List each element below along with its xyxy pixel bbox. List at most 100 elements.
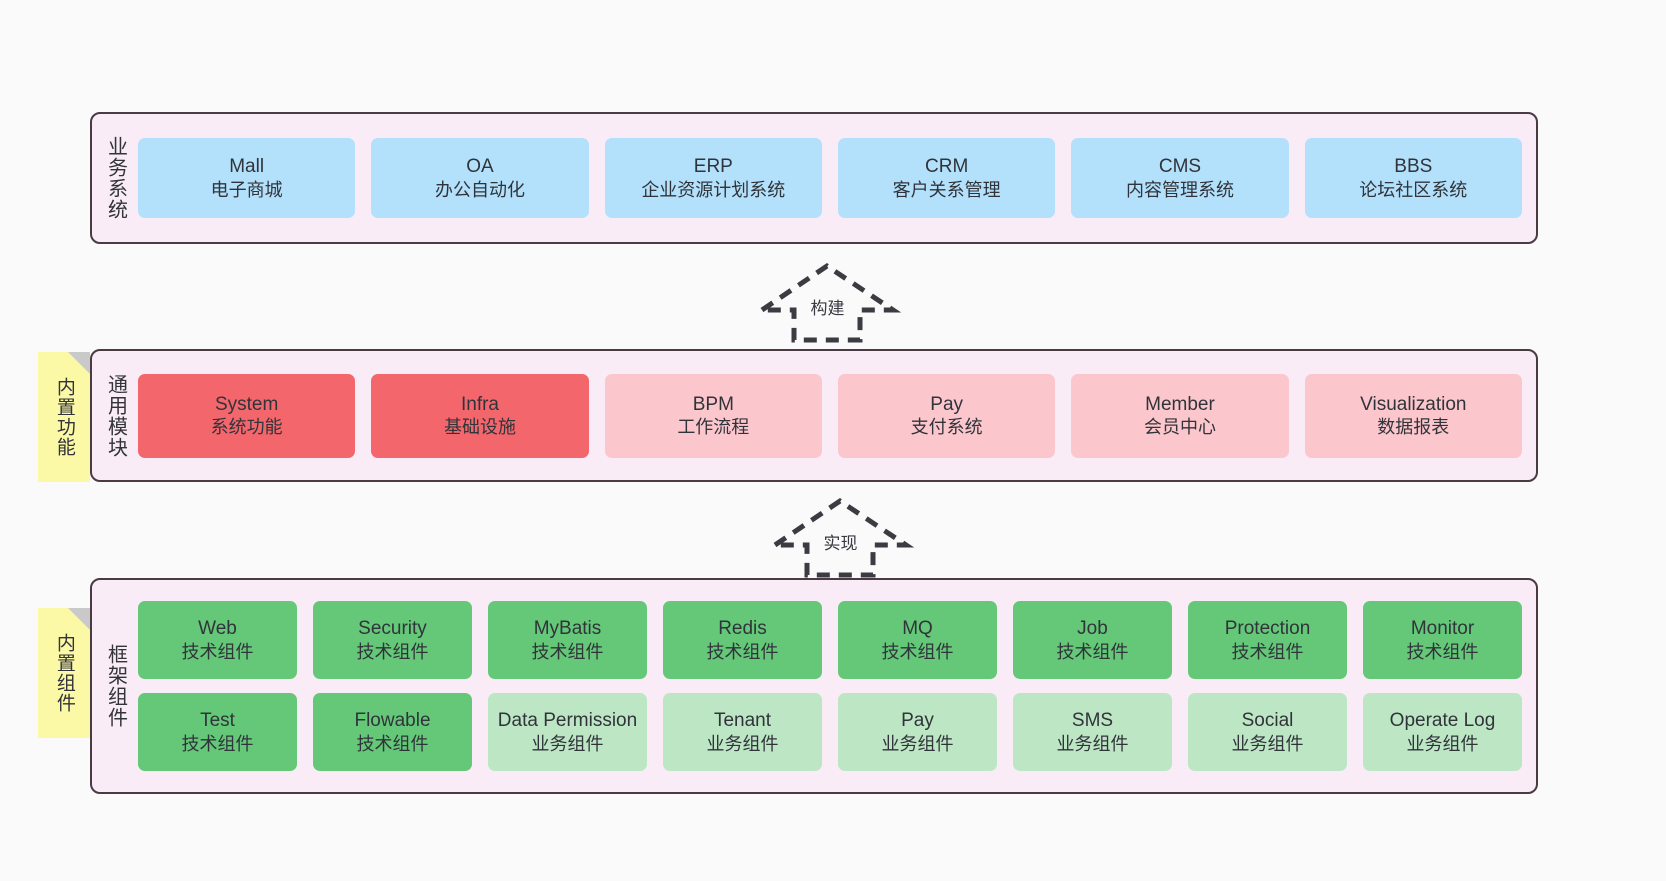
node-subtitle: 技术组件 [181, 641, 254, 662]
layer-label-common-module: 通用模块 [104, 373, 127, 458]
node-sms[interactable]: SMS 业务组件 [1013, 693, 1172, 771]
connector-build-label: 构建 [807, 294, 848, 319]
node-title: Flowable [354, 710, 431, 732]
layer-body-framework-component: Web 技术组件 Security 技术组件 MyBatis 技术组件 Redi… [138, 580, 1536, 792]
sticky-note-builtin-function: 内置功能 [38, 352, 90, 482]
build-arrow-icon [753, 262, 902, 343]
node-subtitle: 客户关系管理 [892, 179, 1001, 200]
node-erp[interactable]: ERP 企业资源计划系统 [604, 138, 822, 218]
node-title: MQ [902, 618, 933, 640]
sticky-note-text: 内置功能 [53, 377, 75, 457]
node-subtitle: 技术组件 [706, 641, 779, 662]
node-title: ERP [693, 156, 733, 178]
node-infra[interactable]: Infra 基础设施 [371, 373, 589, 458]
node-subtitle: 技术组件 [356, 641, 429, 662]
node-subtitle: 工作流程 [677, 417, 750, 438]
layer-label-business-system: 业务系统 [104, 136, 127, 220]
node-title: Member [1145, 393, 1215, 415]
node-title: CRM [925, 156, 969, 178]
node-web[interactable]: Web 技术组件 [138, 601, 297, 679]
node-oa[interactable]: OA 办公自动化 [371, 138, 589, 218]
node-subtitle: 业务组件 [881, 733, 954, 754]
node-member[interactable]: Member 会员中心 [1071, 373, 1289, 458]
node-title: Security [358, 618, 427, 640]
layer-framework-component: 框架组件 Web 技术组件 Security 技术组件 MyBatis 技术组件… [90, 578, 1538, 794]
node-mq[interactable]: MQ 技术组件 [838, 601, 997, 679]
node-pay-component[interactable]: Pay 业务组件 [838, 693, 997, 771]
node-title: Infra [460, 393, 499, 415]
node-subtitle: 业务组件 [531, 733, 604, 754]
node-monitor[interactable]: Monitor 技术组件 [1363, 601, 1522, 679]
node-title: CMS [1158, 156, 1202, 178]
node-subtitle: 技术组件 [1406, 641, 1479, 662]
node-subtitle: 技术组件 [181, 733, 254, 754]
node-subtitle: 数据报表 [1377, 417, 1450, 438]
node-subtitle: 技术组件 [531, 641, 604, 662]
node-title: BPM [692, 393, 734, 415]
node-subtitle: 电子商城 [210, 179, 283, 200]
connector-implement-label: 实现 [820, 529, 861, 554]
node-title: Data Permission [497, 710, 638, 732]
note-fold-icon [68, 352, 90, 374]
connector-build: 构建 [753, 262, 902, 343]
node-title: Operate Log [1389, 710, 1496, 732]
node-title: Social [1241, 710, 1294, 732]
node-title: Redis [718, 618, 767, 640]
node-flowable[interactable]: Flowable 技术组件 [313, 693, 472, 771]
node-bpm[interactable]: BPM 工作流程 [604, 373, 822, 458]
node-subtitle: 技术组件 [1056, 641, 1129, 662]
node-title: OA [466, 156, 494, 178]
node-mall[interactable]: Mall 电子商城 [138, 138, 356, 218]
row-common-modules: System 系统功能 Infra 基础设施 BPM 工作流程 Pay 支付系统… [138, 373, 1522, 458]
node-title: Monitor [1410, 618, 1475, 640]
connector-implement: 实现 [766, 497, 915, 578]
row-technical-components: Web 技术组件 Security 技术组件 MyBatis 技术组件 Redi… [138, 601, 1522, 679]
row-business-systems: Mall 电子商城 OA 办公自动化 ERP 企业资源计划系统 CRM 客户关系… [138, 138, 1522, 218]
node-subtitle: 业务组件 [1406, 733, 1479, 754]
layer-common-module: 通用模块 System 系统功能 Infra 基础设施 BPM 工作流程 Pay… [90, 349, 1538, 482]
node-title: Mall [229, 156, 265, 178]
node-title: Protection [1224, 618, 1311, 640]
node-subtitle: 技术组件 [356, 733, 429, 754]
layer-business-system: 业务系统 Mall 电子商城 OA 办公自动化 ERP 企业资源计划系统 CRM… [90, 112, 1538, 244]
node-social[interactable]: Social 业务组件 [1188, 693, 1347, 771]
node-job[interactable]: Job 技术组件 [1013, 601, 1172, 679]
layer-label-framework-component: 框架组件 [104, 644, 127, 728]
node-title: SMS [1071, 710, 1114, 732]
node-crm[interactable]: CRM 客户关系管理 [837, 138, 1056, 218]
node-mybatis[interactable]: MyBatis 技术组件 [488, 601, 647, 679]
node-visualization[interactable]: Visualization 数据报表 [1304, 373, 1522, 458]
node-bbs[interactable]: BBS 论坛社区系统 [1304, 138, 1522, 218]
node-title: Job [1077, 618, 1108, 640]
node-data-permission[interactable]: Data Permission 业务组件 [488, 693, 647, 771]
node-subtitle: 业务组件 [1056, 733, 1129, 754]
node-subtitle: 企业资源计划系统 [641, 179, 786, 200]
sticky-note-builtin-component: 内置组件 [38, 608, 90, 738]
layer-body-common-module: System 系统功能 Infra 基础设施 BPM 工作流程 Pay 支付系统… [138, 351, 1536, 480]
implement-arrow-icon [766, 497, 915, 578]
node-title: Pay [901, 710, 934, 732]
node-title: Test [200, 710, 235, 732]
node-title: BBS [1394, 156, 1433, 178]
layer-body-business-system: Mall 电子商城 OA 办公自动化 ERP 企业资源计划系统 CRM 客户关系… [138, 114, 1536, 242]
node-system[interactable]: System 系统功能 [138, 373, 356, 458]
node-title: MyBatis [533, 618, 602, 640]
node-redis[interactable]: Redis 技术组件 [663, 601, 822, 679]
node-tenant[interactable]: Tenant 业务组件 [663, 693, 822, 771]
node-subtitle: 系统功能 [210, 417, 283, 438]
node-title: Web [198, 618, 237, 640]
node-pay-module[interactable]: Pay 支付系统 [837, 373, 1056, 458]
sticky-note-text: 内置组件 [53, 633, 75, 713]
note-fold-icon [68, 608, 90, 630]
node-subtitle: 会员中心 [1143, 417, 1216, 438]
node-title: Pay [930, 393, 964, 415]
node-operate-log[interactable]: Operate Log 业务组件 [1363, 693, 1522, 771]
node-subtitle: 办公自动化 [434, 179, 525, 200]
node-test[interactable]: Test 技术组件 [138, 693, 297, 771]
node-subtitle: 支付系统 [910, 417, 983, 438]
node-protection[interactable]: Protection 技术组件 [1188, 601, 1347, 679]
node-subtitle: 业务组件 [706, 733, 779, 754]
node-security[interactable]: Security 技术组件 [313, 601, 472, 679]
node-cms[interactable]: CMS 内容管理系统 [1071, 138, 1289, 218]
